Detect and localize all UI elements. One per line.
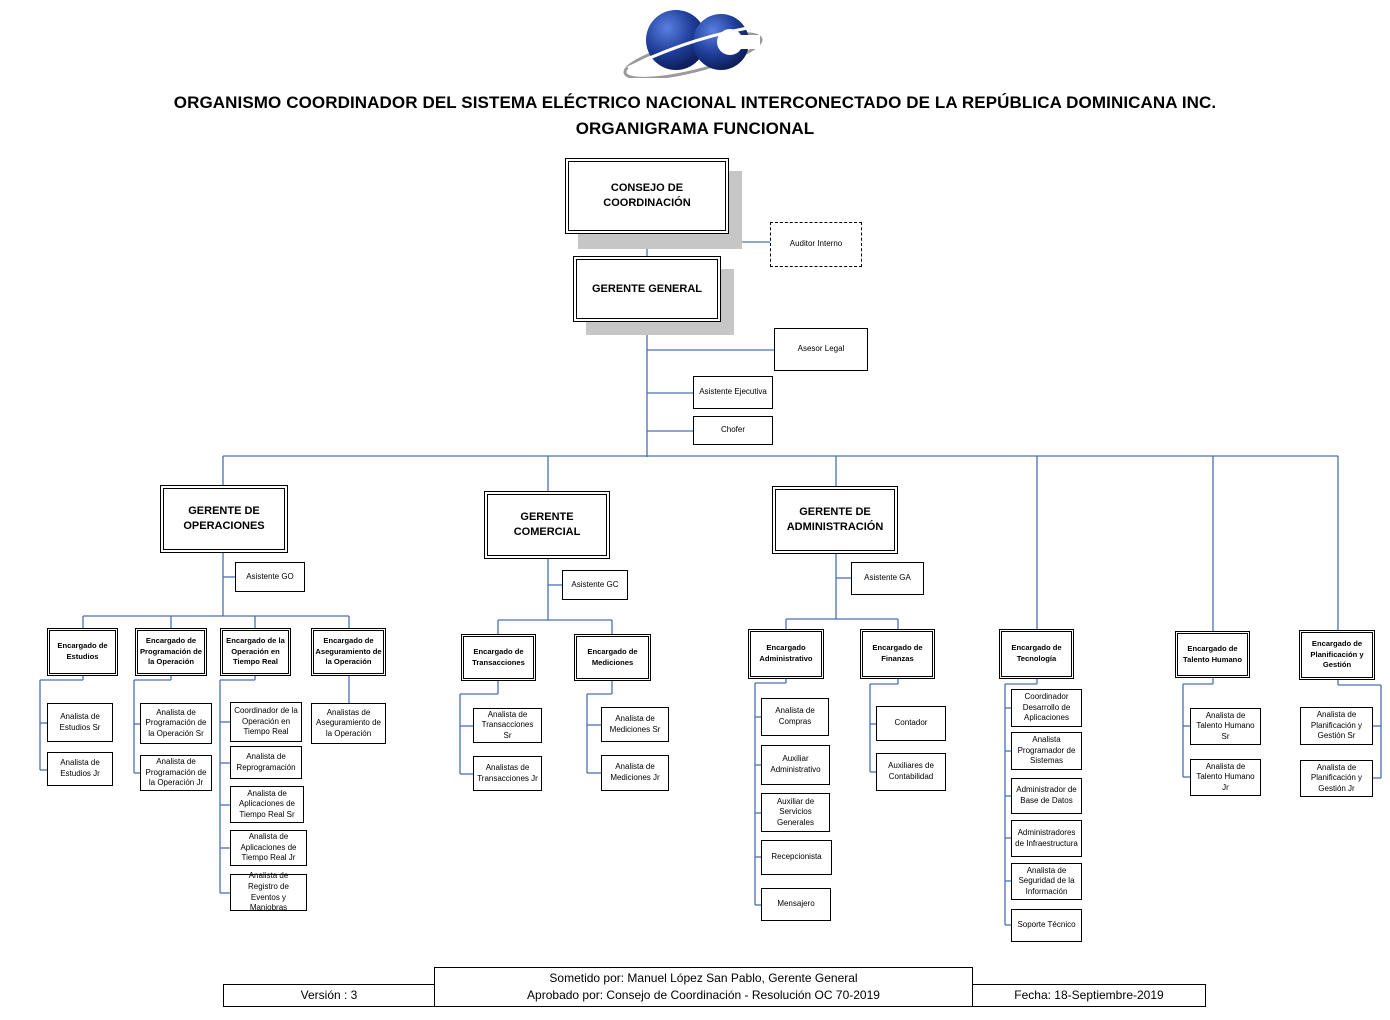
analista-aplicaciones-jr-box: Analista de Aplicaciones de Tiempo Real … (230, 830, 307, 866)
analista-programacion-jr-box: Analista de Programación de la Operación… (140, 755, 212, 791)
analista-talento-jr-box: Analista de Talento Humano Jr (1190, 759, 1261, 796)
gerente-comercial-box: GERENTE COMERCIAL (484, 491, 610, 559)
analista-aplicaciones-sr-box: Analista de Aplicaciones de Tiempo Real … (230, 786, 304, 823)
encargado-programacion-box: Encargado de Programación de la Operació… (135, 628, 207, 676)
analistas-aseguramiento-box: Analistas de Aseguramiento de la Operaci… (311, 703, 386, 744)
asesor-legal-box: Asesor Legal (774, 328, 868, 371)
encargado-talento-box: Encargado de Talento Humano (1175, 631, 1250, 678)
analista-mediciones-jr-box: Analista de Mediciones Jr (601, 755, 669, 791)
page-title: ORGANISMO COORDINADOR DEL SISTEMA ELÉCTR… (173, 93, 1217, 112)
coordinador-desarrollo-box: Coordinador Desarrollo de Aplicaciones (1011, 689, 1082, 727)
page-subtitle: ORGANIGRAMA FUNCIONAL (575, 119, 815, 138)
analista-estudios-jr-box: Analista de Estudios Jr (47, 752, 113, 786)
oc-logo (618, 6, 768, 80)
encargado-aseguramiento-box: Encargado de Aseguramiento de la Operaci… (311, 628, 386, 676)
mensajero-box: Mensajero (761, 888, 831, 921)
analistas-transacciones-jr-box: Analistas de Transacciones Jr (473, 756, 542, 791)
analista-transacciones-sr-box: Analista de Transacciones Sr (473, 708, 542, 743)
analista-planificacion-sr-box: Analista de Planificación y Gestión Sr (1300, 707, 1373, 745)
gerente-administracion-box: GERENTE DE ADMINISTRACIÓN (772, 486, 898, 554)
auxiliares-contabilidad-box: Auxiliares de Contabilidad (876, 753, 946, 791)
administrador-base-datos-box: Administrador de Base de Datos (1011, 778, 1082, 814)
asistente-gc-box: Asistente GC (562, 570, 628, 600)
analista-mediciones-sr-box: Analista de Mediciones Sr (601, 707, 669, 742)
footer-aprobado: Aprobado por: Consejo de Coordinación - … (527, 988, 880, 1002)
analista-seguridad-box: Analista de Seguridad de la Información (1011, 863, 1082, 900)
logo-graphic (623, 10, 763, 80)
asistente-ejecutiva-box: Asistente Ejecutiva (693, 376, 773, 409)
encargado-estudios-box: Encargado de Estudios (47, 628, 118, 676)
contador-box: Contador (876, 706, 946, 741)
soporte-tecnico-box: Soporte Técnico (1011, 909, 1082, 942)
auxiliar-administrativo-box: Auxiliar Administrativo (761, 745, 830, 785)
analista-registro-eventos-box: Analista de Registro de Eventos y Maniob… (230, 871, 307, 912)
consejo-box: CONSEJO DE COORDINACIÓN (565, 158, 729, 234)
encargado-tiempo-real-box: Encargado de la Operación en Tiempo Real (220, 628, 291, 676)
chofer-box: Chofer (693, 416, 773, 445)
footer-fecha: Fecha: 18-Septiembre-2019 (972, 984, 1206, 1007)
analista-compras-box: Analista de Compras (761, 698, 829, 736)
analista-reprogramacion-box: Analista de Reprogramación (230, 746, 302, 779)
analista-talento-sr-box: Analista de Talento Humano Sr (1190, 708, 1261, 745)
coordinador-tiempo-real-box: Coordinador de la Operación en Tiempo Re… (230, 702, 302, 742)
gerente-operaciones-box: GERENTE DE OPERACIONES (160, 485, 288, 553)
recepcionista-box: Recepcionista (761, 840, 832, 875)
encargado-administrativo-box: Encargado Administrativo (748, 629, 824, 679)
encargado-finanzas-box: Encargado de Finanzas (860, 629, 935, 679)
asistente-ga-box: Asistente GA (851, 562, 924, 595)
analista-programador-box: Analista Programador de Sistemas (1011, 732, 1082, 770)
encargado-transacciones-box: Encargado de Transacciones (461, 634, 536, 681)
analista-planificacion-jr-box: Analista de Planificación y Gestión Jr (1300, 760, 1373, 797)
gerente-general-box: GERENTE GENERAL (573, 256, 721, 322)
auxiliar-servicios-box: Auxiliar de Servicios Generales (761, 793, 830, 832)
encargado-tecnologia-box: Encargado de Tecnología (999, 629, 1074, 679)
analista-programacion-sr-box: Analista de Programación de la Operación… (140, 703, 212, 744)
auditor-box: Auditor Interno (770, 222, 862, 267)
footer-approval: Sometido por: Manuel López San Pablo, Ge… (434, 967, 973, 1007)
administradores-infraestructura-box: Administradores de Infraestructura (1011, 820, 1082, 857)
footer-version: Versión : 3 (223, 984, 435, 1007)
encargado-planificacion-box: Encargado de Planificación y Gestión (1299, 630, 1375, 680)
asistente-go-box: Asistente GO (235, 562, 305, 592)
analista-estudios-sr-box: Analista de Estudios Sr (47, 703, 113, 742)
footer-sometido: Sometido por: Manuel López San Pablo, Ge… (549, 971, 858, 986)
encargado-mediciones-box: Encargado de Mediciones (574, 634, 651, 681)
